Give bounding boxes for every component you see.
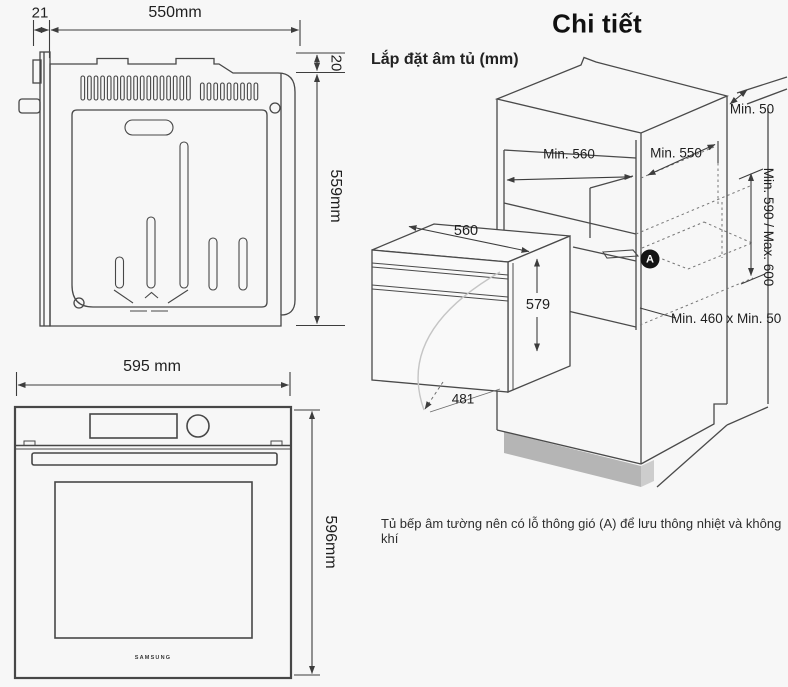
page-title: Chi tiết: [552, 8, 642, 39]
dim-label-oven-height: 579: [525, 296, 551, 313]
oven-front-outline: [13, 405, 293, 680]
door-swing-arc: [417, 271, 501, 413]
section-subtitle: Lắp đặt âm tủ (mm): [371, 51, 519, 68]
vent-slots-right: [199, 82, 259, 101]
dim-label-596: 596mm: [322, 515, 339, 569]
oven-door-side: [18, 51, 51, 327]
footnote: Tủ bếp âm tường nên có lỗ thông gió (A) …: [381, 516, 782, 546]
rear-view-dimensions: [32, 20, 345, 327]
dim-label-door-swing: 481: [451, 391, 475, 407]
cabinet-outline: [494, 56, 729, 488]
vent-slot: [602, 249, 640, 259]
dim-label-20: 20: [327, 54, 345, 72]
samsung-logo: SAMSUNG: [134, 655, 172, 661]
dim-label-oven-width: 560: [453, 222, 479, 239]
front-view-dimensions: [15, 372, 320, 676]
panel-embosses: [113, 119, 248, 312]
dim-label-vent-size: Min. 460 x Min. 50: [671, 311, 782, 326]
dim-label-559: 559mm: [327, 169, 344, 223]
dim-label-min560: Min. 560: [543, 146, 595, 162]
screw-bottom-left: [73, 297, 85, 309]
control-panel: [15, 413, 291, 450]
door-handle: [31, 452, 278, 466]
dim-label-21: 21: [31, 4, 49, 22]
control-knob: [186, 414, 210, 438]
cabinet-dimensions: [506, 89, 766, 319]
vent-slots-left: [80, 75, 191, 101]
oven-rear-view-drawing: [18, 20, 345, 327]
dim-label-min50: Min. 50: [729, 101, 775, 117]
dim-label-min590-max600: Min. 590 / Max. 600: [760, 167, 776, 287]
hidden-lines: [635, 146, 754, 326]
oven-back-panel: [71, 109, 268, 308]
cabinet-plinth: [504, 432, 654, 487]
dim-label-min550: Min. 550: [650, 145, 702, 161]
wall-lines: [726, 76, 788, 426]
display: [89, 413, 178, 439]
dim-label-595: 595 mm: [123, 358, 181, 375]
screw-top-right: [269, 102, 281, 114]
door-glass: [54, 481, 253, 639]
vent-badge: A: [640, 249, 660, 269]
oven-body-outline: [49, 57, 296, 327]
installation-diagram: [371, 56, 788, 488]
oven-box-dimensions: [408, 225, 540, 352]
oven-front-view-drawing: [13, 372, 320, 680]
dim-label-550: 550mm: [148, 4, 202, 21]
